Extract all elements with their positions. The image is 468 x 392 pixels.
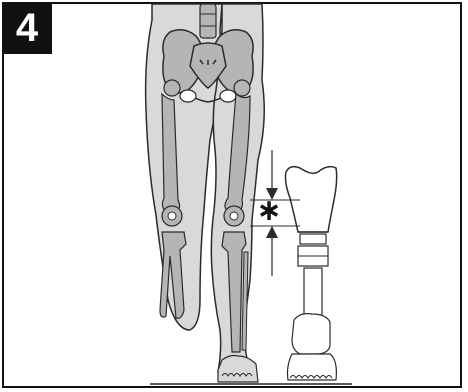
prosthesis-adapter [300, 234, 326, 244]
left-obturator [180, 90, 196, 102]
lumbar-spine [200, 4, 216, 38]
left-femoral-head [164, 80, 180, 96]
prosthesis [286, 167, 337, 380]
step-number-badge: 4 [2, 2, 52, 54]
right-obturator [220, 90, 236, 102]
right-foot [218, 356, 258, 383]
prosthesis-ankle [292, 314, 330, 354]
measurement-marker: ∗ [256, 198, 282, 224]
prosthesis-socket [286, 167, 337, 232]
prosthesis-pylon [304, 268, 322, 316]
